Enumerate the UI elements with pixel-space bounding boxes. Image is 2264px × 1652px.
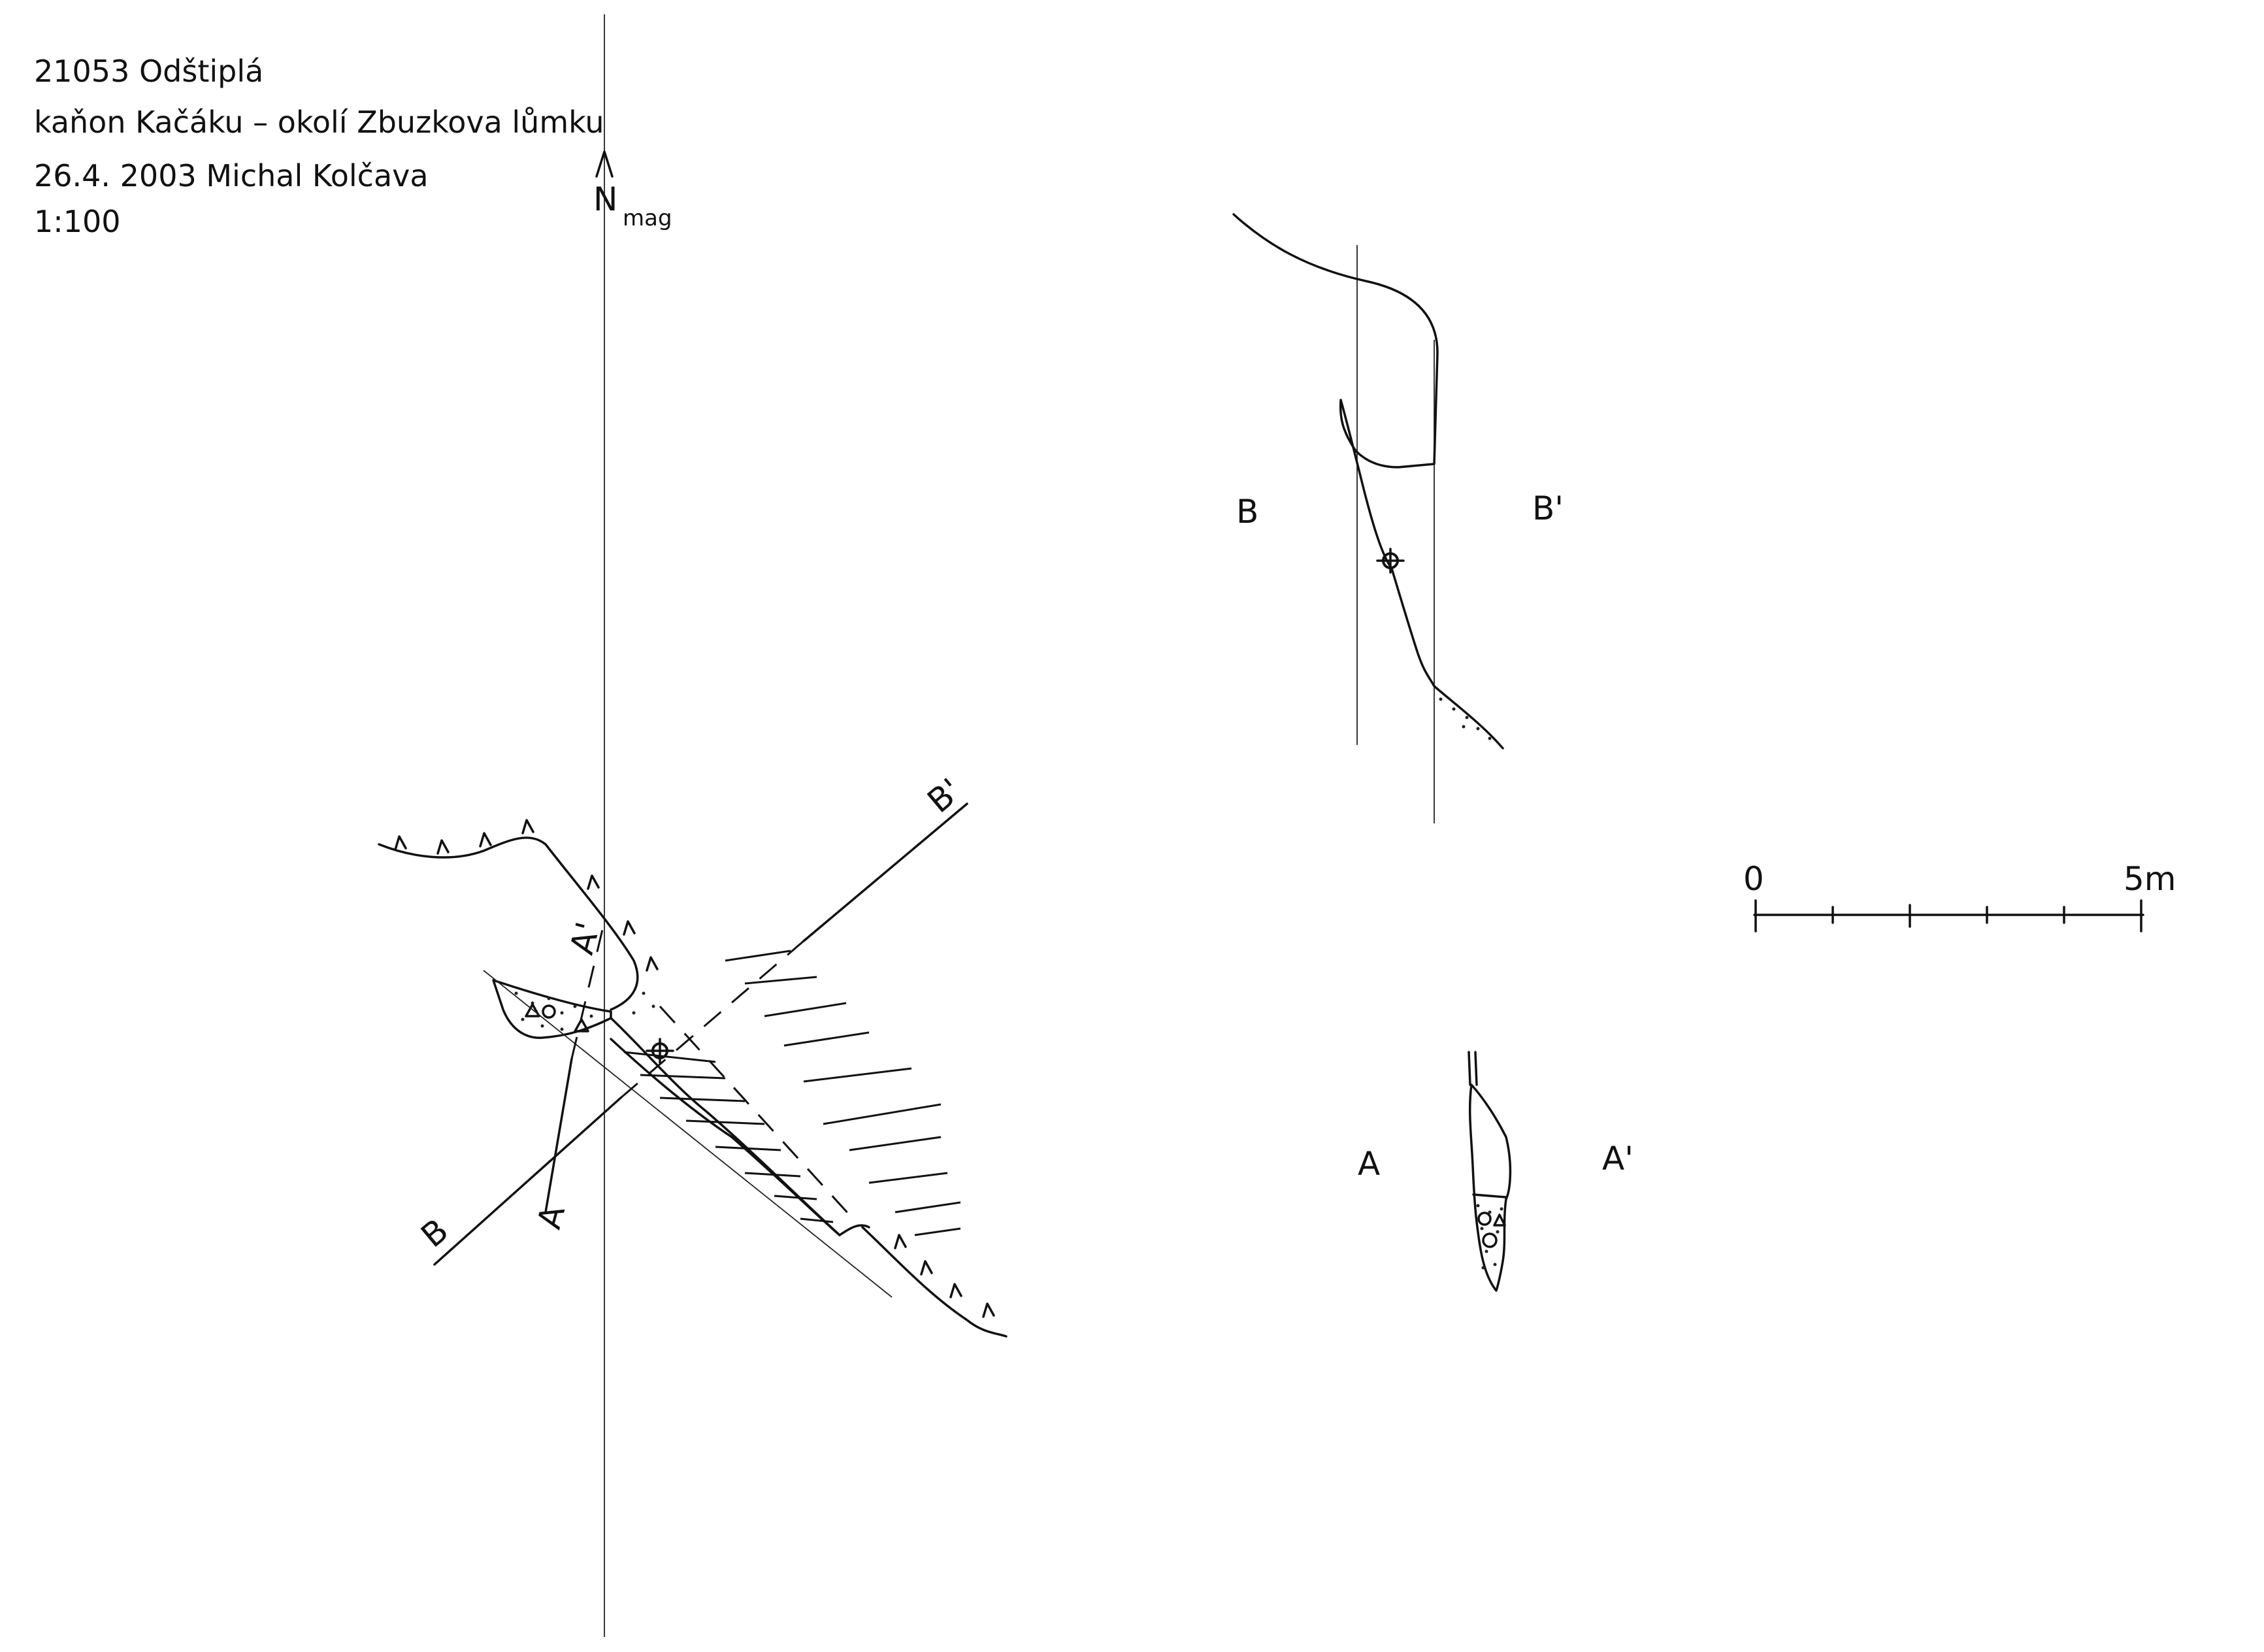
section-b-survey-station-icon [1376, 548, 1405, 574]
scale-bar-ticks [1754, 899, 2142, 933]
section-line-a-start [544, 1057, 573, 1214]
section-b-profile [1232, 213, 1439, 687]
north-letter: N [593, 180, 617, 218]
scale-bar: 0 5m [1743, 860, 2176, 933]
section-line-b-start [433, 1097, 622, 1266]
plan-survey-station-icon [646, 1038, 674, 1064]
scale-bar-start-label: 0 [1743, 860, 1764, 898]
section-b-label-left: B [1236, 493, 1258, 531]
scale-ratio: 1:100 [34, 204, 121, 239]
section-a-debris-stipple [1476, 1204, 1503, 1270]
north-arrow: N mag [593, 14, 672, 1637]
location-line: kaňon Kačáku – okolí Zbuzkova lůmku [34, 105, 604, 140]
date-author-line: 26.4. 2003 Michal Kolčava [34, 158, 429, 193]
plan-debris-area [492, 979, 612, 1039]
plan-label-b-start: B [414, 1212, 456, 1255]
section-line-a-hidden [570, 921, 606, 1059]
plan-slope-hatching [725, 950, 961, 1236]
section-a-profile [1468, 1083, 1512, 1292]
section-a-guide-left [1468, 1051, 1471, 1086]
section-b-debris-stipple [1439, 697, 1492, 740]
section-a-label-right: A' [1602, 1140, 1633, 1178]
section-a-floor-line [1472, 1193, 1507, 1198]
plan-lower-wall [861, 1226, 1008, 1338]
north-subscript: mag [623, 205, 672, 231]
plan-label-b-end: B' [921, 771, 969, 820]
plan-lower-rock-ticks [894, 1234, 995, 1318]
plan-label-a-end: A' [563, 918, 607, 958]
scale-bar-end-label: 5m [2124, 860, 2176, 898]
plan-passage-floor [610, 1038, 841, 1236]
plan-axis-line [483, 970, 893, 1298]
section-b-view: B B' [1232, 213, 1564, 823]
section-a-label-left: A [1358, 1145, 1380, 1183]
plan-dripline [659, 1005, 857, 1223]
section-a-view: A A' [1358, 1051, 1633, 1292]
section-a-guide-right [1474, 1051, 1478, 1086]
plan-upper-rock-ticks [394, 819, 659, 972]
section-b-label-right: B' [1532, 489, 1564, 527]
plan-view: B B' A A' [378, 771, 1008, 1338]
plan-passage-hatching [623, 1051, 834, 1223]
section-b-slope [1433, 685, 1504, 750]
north-arrow-head-icon [595, 150, 614, 178]
section-line-b-hidden [620, 940, 804, 1099]
section-a-boulder-symbols [1477, 1212, 1506, 1248]
header-block: 21053 Odštiplá kaňon Kačáku – okolí Zbuz… [34, 54, 604, 239]
section-line-b-end [802, 802, 968, 942]
plan-upper-wall [378, 836, 639, 1011]
cave-id-title: 21053 Odštiplá [34, 54, 263, 89]
plan-boulder-symbols [525, 1003, 589, 1032]
plan-label-a-start: A [530, 1201, 572, 1232]
